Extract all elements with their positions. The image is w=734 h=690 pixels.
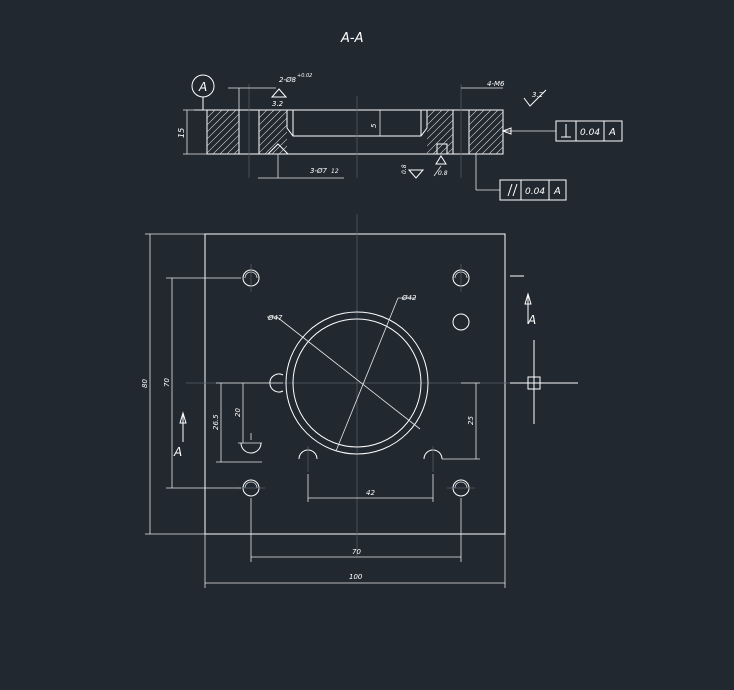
dia-leader <box>276 316 421 430</box>
dim-70: 70 <box>352 548 361 556</box>
hatch-line <box>469 110 485 126</box>
hatch-line <box>259 117 287 147</box>
hatch-line <box>293 110 337 154</box>
datum-label: A <box>198 80 207 94</box>
hatch-line <box>427 112 453 140</box>
hatch-line <box>259 110 268 119</box>
hatch-line <box>278 145 287 154</box>
tol-perp-value: 0.04 <box>580 128 600 138</box>
dia-inner: Ø47 <box>267 314 283 322</box>
hatch-line <box>259 124 287 154</box>
parallelism-icon <box>507 183 518 197</box>
dim-25: 25 <box>467 416 475 425</box>
tol-par-value: 0.04 <box>525 187 545 197</box>
callout-3-holes: 3-Ø7 <box>310 167 327 175</box>
dim-100: 100 <box>349 573 363 581</box>
hatch-line <box>427 126 453 154</box>
bore-outer <box>285 311 429 455</box>
hatch-line <box>259 110 287 140</box>
roughness-symbol <box>407 169 425 179</box>
arrow-head <box>179 411 187 424</box>
hatch-line <box>207 110 216 119</box>
dim-hole-span-v: 70 <box>163 378 171 387</box>
hatch-area <box>259 110 337 154</box>
roughness-hole: 3.2 <box>272 100 284 108</box>
hatch-line <box>502 153 503 154</box>
dim-outer-height: 80 <box>141 379 149 388</box>
hatch-line <box>377 110 421 154</box>
dia-outer: Ø42 <box>401 294 417 302</box>
section-view: A-A A 15 5 <box>177 31 623 201</box>
hatch-line <box>432 133 453 154</box>
hatch-line <box>207 110 230 133</box>
view-label-right: A <box>527 313 536 327</box>
hatch-line <box>207 110 223 126</box>
hatch-area <box>207 110 239 154</box>
hatch-line <box>212 127 239 154</box>
tol-par-datum: A <box>553 186 561 197</box>
countersink <box>267 143 289 155</box>
hatch-line <box>427 119 453 147</box>
callout-4-holes: 4-M6 <box>487 80 505 88</box>
roughness-symbol <box>270 88 288 98</box>
hatch-area <box>377 110 453 154</box>
hatch-line <box>488 139 503 154</box>
roughness-top: 3.2 <box>532 91 544 99</box>
threaded-hole <box>452 313 470 331</box>
dia-leader <box>335 297 399 452</box>
hatch-line <box>469 110 478 119</box>
roughness-symbol <box>523 89 547 107</box>
leader-arrow <box>501 127 512 135</box>
leader-line <box>433 165 442 177</box>
hatch-line <box>264 131 287 154</box>
hatch-line <box>226 141 239 154</box>
hatch-line <box>207 110 237 140</box>
hatch-area <box>469 110 554 154</box>
hatch-line <box>427 110 443 126</box>
hatch-line <box>469 118 503 154</box>
hatch-line <box>271 138 287 154</box>
hatch-line <box>207 113 239 147</box>
plate-outline <box>204 233 506 535</box>
arrow-head <box>524 292 532 305</box>
bore-inner <box>292 318 422 448</box>
counterbore <box>436 143 448 154</box>
hatch-line <box>427 110 450 133</box>
callout-3-holes-suffix: 12 <box>331 168 339 175</box>
hatch-line <box>439 140 453 154</box>
section-title: A-A <box>340 31 363 46</box>
plan-view: Ø47 Ø42 <box>141 214 578 588</box>
hatch-line <box>259 110 282 133</box>
tol-perp-datum: A <box>608 127 616 138</box>
roughness-bottom: 0.8 <box>401 164 408 174</box>
dim-pocket-depth: 5 <box>370 123 378 128</box>
hatch-line <box>510 110 554 154</box>
callout-2-holes-tol: +0.02 <box>297 73 312 79</box>
view-label-left: A <box>173 445 182 459</box>
hatch-line <box>427 110 436 119</box>
dim-42: 42 <box>366 489 375 497</box>
hatch-line <box>469 110 499 140</box>
dim-26-5: 26.5 <box>212 414 220 430</box>
perpendicularity-icon <box>561 124 571 138</box>
hatch-line <box>219 134 239 154</box>
section-outline <box>206 109 504 155</box>
tolerance-frame-perpendicularity <box>555 120 623 142</box>
hatch-line <box>207 120 239 154</box>
dim-thickness: 15 <box>177 128 186 138</box>
callout-2-holes: 2-Ø8 <box>279 76 296 84</box>
hatch-line <box>469 111 503 147</box>
hatch-line <box>469 110 492 133</box>
partial-hole <box>240 442 262 454</box>
roughness-bottom2: 0.8 <box>438 170 448 177</box>
hatch-line <box>474 125 503 154</box>
dim-20: 20 <box>234 408 242 417</box>
hatch-line <box>259 110 275 126</box>
hatch-line <box>207 110 209 112</box>
hatch-line <box>481 132 503 154</box>
roughness-symbol <box>435 155 447 165</box>
tolerance-frame-parallelism <box>499 179 567 201</box>
